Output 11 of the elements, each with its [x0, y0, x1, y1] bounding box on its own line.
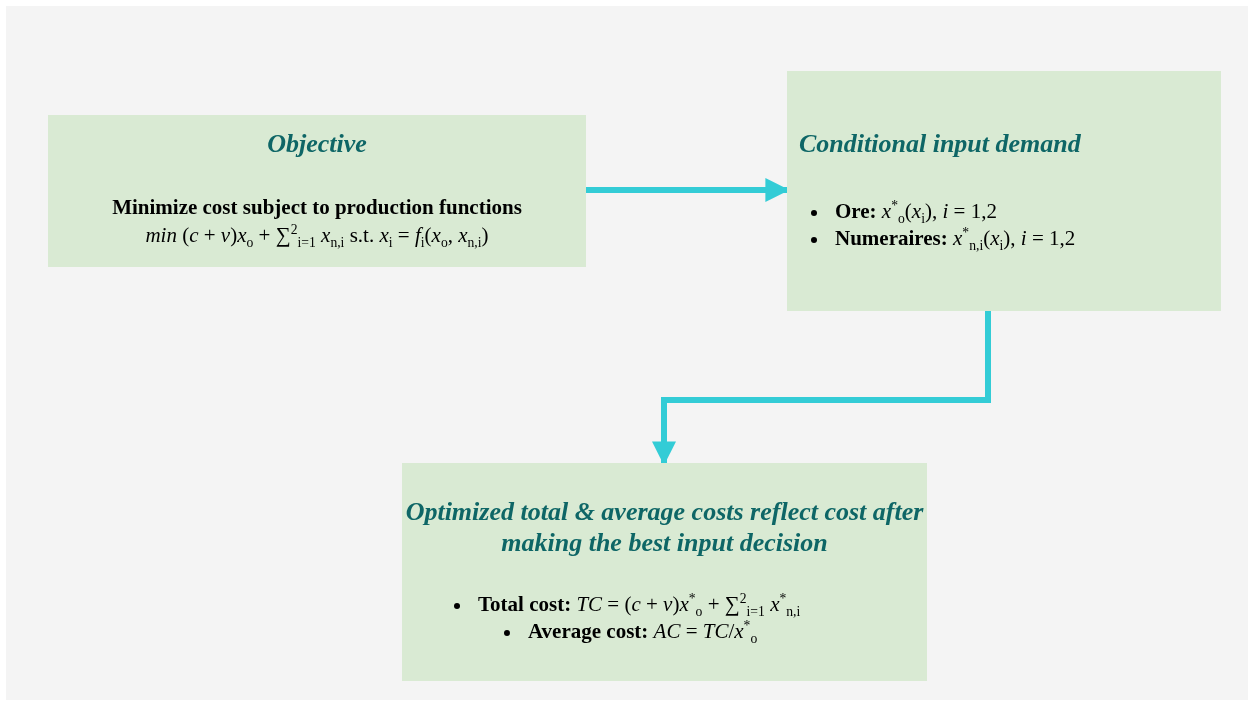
box-heading: Optimized total & average costs reflect cost after making the best input decision: [404, 496, 925, 558]
bullet-item: Ore: x$^{*}$$_{o}$(x$_{i}$), i = 1,2: [799, 199, 1254, 224]
formula-text: Minimize cost subject to production functions: [111, 195, 523, 220]
process-box: [787, 71, 1221, 311]
box-heading: Conditional input demand: [799, 128, 1082, 159]
bullet-item: Numeraires: x$^{*}$$_{n,i}$(x$_{i}$), i = 1,2: [799, 226, 1254, 251]
process-box: [48, 115, 586, 267]
formula-text: min (c + v)x$_{o}$ + ∑$^{2}$$_{i=1}$ x$_{n,i}$ s.t. x$_{i}$ = f$_{i}$(x$_{o}$, x$_{n,i}$): [144, 223, 490, 248]
box-heading: Objective: [266, 128, 368, 159]
arrow: [652, 311, 991, 466]
process-box: [402, 463, 927, 681]
